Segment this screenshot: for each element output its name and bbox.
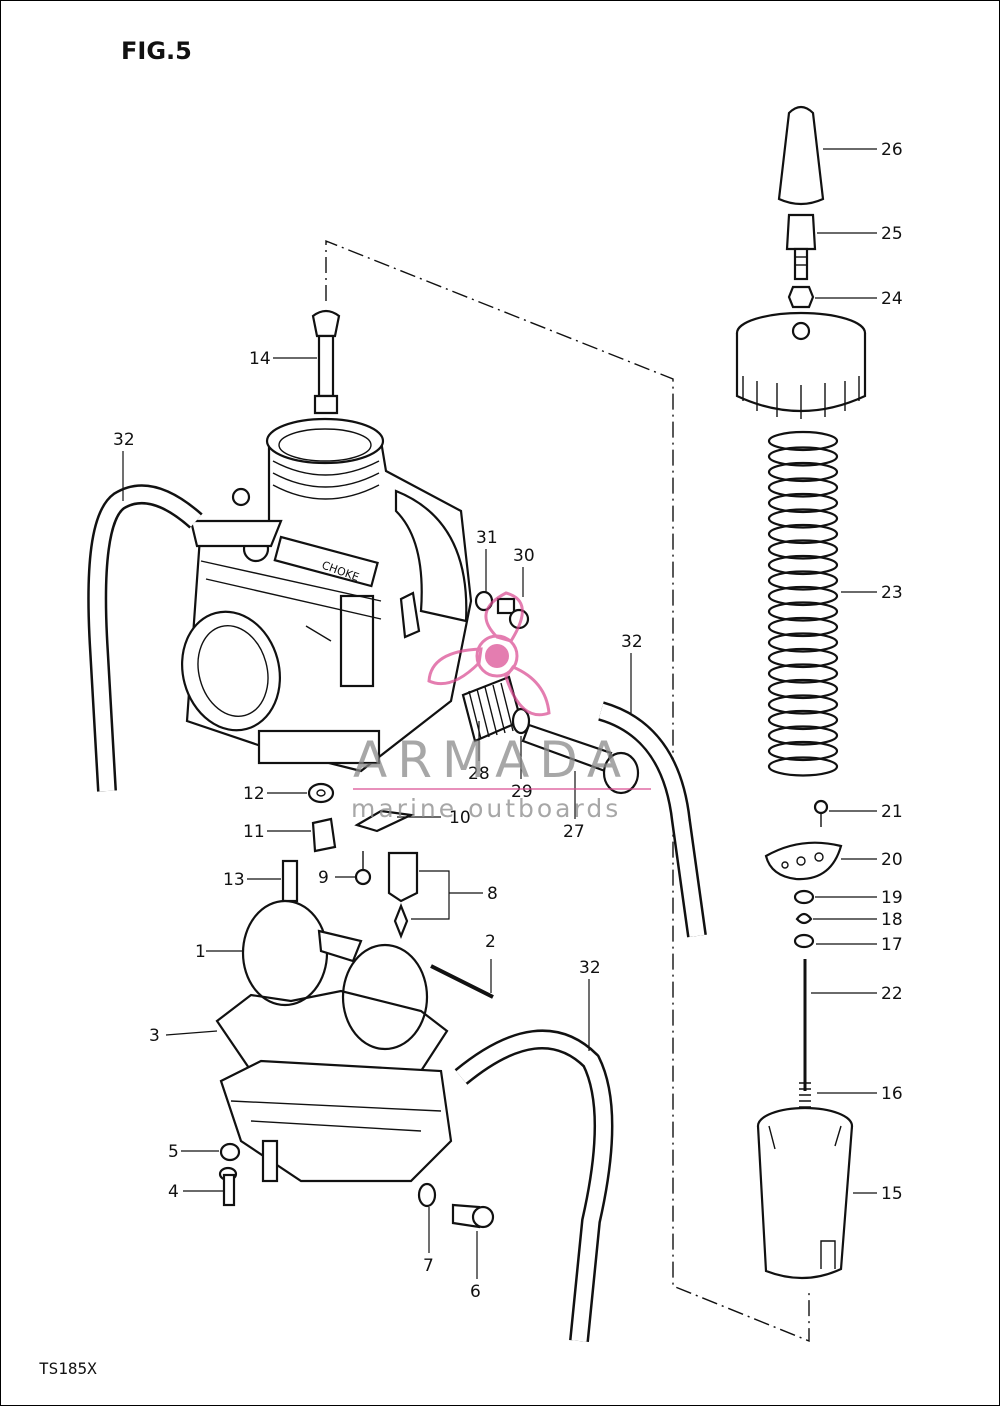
part-24-locknut bbox=[787, 285, 815, 309]
spring-coil bbox=[767, 725, 839, 746]
part-27-idle-screw bbox=[521, 723, 640, 795]
callout-32-left: 32 bbox=[113, 430, 135, 450]
part-18-clip bbox=[795, 912, 813, 925]
callout-31: 31 bbox=[476, 528, 498, 548]
part-1-float bbox=[241, 899, 429, 1051]
spring-coil bbox=[767, 616, 839, 638]
carburetor-body: CHOKE bbox=[181, 417, 473, 773]
part-10-baffle bbox=[354, 809, 415, 833]
callout-15: 15 bbox=[881, 1184, 903, 1204]
spring-coil bbox=[767, 539, 839, 560]
spring-coil bbox=[767, 709, 839, 731]
float-chamber bbox=[219, 1059, 453, 1183]
model-code: TS185X bbox=[39, 1359, 97, 1378]
watermark-brand: ARMADA bbox=[353, 731, 631, 789]
part-25-cable-adjuster bbox=[785, 213, 817, 281]
callout-7: 7 bbox=[423, 1256, 434, 1276]
spring-coil bbox=[767, 756, 839, 777]
watermark-tagline: marine outboards bbox=[351, 794, 621, 823]
part-15-throttle-valve bbox=[756, 1106, 854, 1280]
callout-23: 23 bbox=[881, 583, 903, 603]
spring-coil bbox=[767, 601, 839, 622]
part-13-pilot-jet bbox=[281, 859, 299, 903]
callout-4: 4 bbox=[168, 1182, 179, 1202]
part-29-o-ring bbox=[511, 707, 531, 735]
spring-coil bbox=[767, 430, 839, 452]
part-2-float-pin bbox=[430, 964, 494, 999]
callout-27: 27 bbox=[563, 822, 585, 842]
callout-3: 3 bbox=[149, 1026, 160, 1046]
part-19-washer bbox=[793, 889, 815, 905]
part-23-cap-top bbox=[735, 311, 867, 419]
callout-18: 18 bbox=[881, 910, 903, 930]
callout-29: 29 bbox=[511, 782, 533, 802]
callout-2: 2 bbox=[485, 932, 496, 952]
part-4-screw bbox=[218, 1166, 238, 1207]
callout-9: 9 bbox=[318, 868, 329, 888]
part-8-needle-valve bbox=[387, 851, 419, 939]
part-6-drain-plug bbox=[451, 1203, 495, 1229]
callout-13: 13 bbox=[223, 870, 245, 890]
propeller-logo-icon bbox=[427, 591, 551, 717]
leader-lines bbox=[122, 148, 877, 1279]
part-32-hose-left bbox=[87, 484, 203, 792]
part-26-rubber-cap bbox=[777, 105, 825, 206]
part-32-hose-bottom bbox=[454, 1029, 614, 1342]
spring-coil bbox=[767, 663, 839, 684]
part-20-plate bbox=[764, 841, 843, 881]
callout-5: 5 bbox=[168, 1142, 179, 1162]
watermark: ARMADA marine outboards bbox=[351, 591, 651, 823]
callout-16: 16 bbox=[881, 1084, 903, 1104]
part-7-washer bbox=[417, 1182, 437, 1208]
part-21-screw bbox=[813, 799, 829, 827]
spring-coil bbox=[767, 570, 839, 591]
part-12-washer bbox=[307, 782, 335, 804]
part-5-washer bbox=[219, 1142, 241, 1162]
spring-coil bbox=[767, 740, 839, 762]
callout-28: 28 bbox=[468, 764, 490, 784]
callout-6: 6 bbox=[470, 1282, 481, 1302]
figure-title: FIG.5 bbox=[121, 37, 192, 65]
spring-coil bbox=[767, 523, 839, 545]
part-9-screw bbox=[354, 851, 372, 886]
part-32-hose-middle bbox=[597, 701, 707, 938]
spring-coil bbox=[767, 461, 839, 483]
spring-coil bbox=[767, 508, 839, 529]
spring-coil bbox=[767, 492, 839, 514]
callout-labels: 1 2 3 4 5 6 7 8 9 10 11 12 13 14 15 16 1… bbox=[113, 140, 903, 1302]
callout-22: 22 bbox=[881, 984, 903, 1004]
part-11-main-jet bbox=[311, 817, 337, 853]
callout-24: 24 bbox=[881, 289, 903, 309]
assembly-centerline bbox=[325, 239, 810, 1343]
callout-11: 11 bbox=[243, 822, 265, 842]
callout-26: 26 bbox=[881, 140, 903, 160]
spring-coil bbox=[767, 647, 839, 669]
spring-coil bbox=[767, 632, 839, 653]
spring-coil bbox=[767, 678, 839, 700]
spring-coil bbox=[767, 446, 839, 467]
part-16-spring bbox=[799, 1082, 811, 1108]
part-23-spring bbox=[767, 430, 839, 777]
callout-10: 10 bbox=[449, 808, 471, 828]
callout-30: 30 bbox=[513, 546, 535, 566]
spring-coil bbox=[767, 694, 839, 715]
callout-21: 21 bbox=[881, 802, 903, 822]
callout-20: 20 bbox=[881, 850, 903, 870]
callout-32-bottom: 32 bbox=[579, 958, 601, 978]
spring-coil bbox=[767, 585, 839, 607]
callout-8: 8 bbox=[487, 884, 498, 904]
callout-25: 25 bbox=[881, 224, 903, 244]
part-14-starter-plunger bbox=[311, 309, 341, 415]
callout-19: 19 bbox=[881, 888, 903, 908]
spring-coil bbox=[767, 554, 839, 576]
callout-14: 14 bbox=[249, 349, 271, 369]
spring-coil bbox=[767, 477, 839, 498]
part-17-washer bbox=[793, 933, 815, 949]
callout-32-middle: 32 bbox=[621, 632, 643, 652]
callout-12: 12 bbox=[243, 784, 265, 804]
callout-1: 1 bbox=[195, 942, 206, 962]
callout-17: 17 bbox=[881, 935, 903, 955]
